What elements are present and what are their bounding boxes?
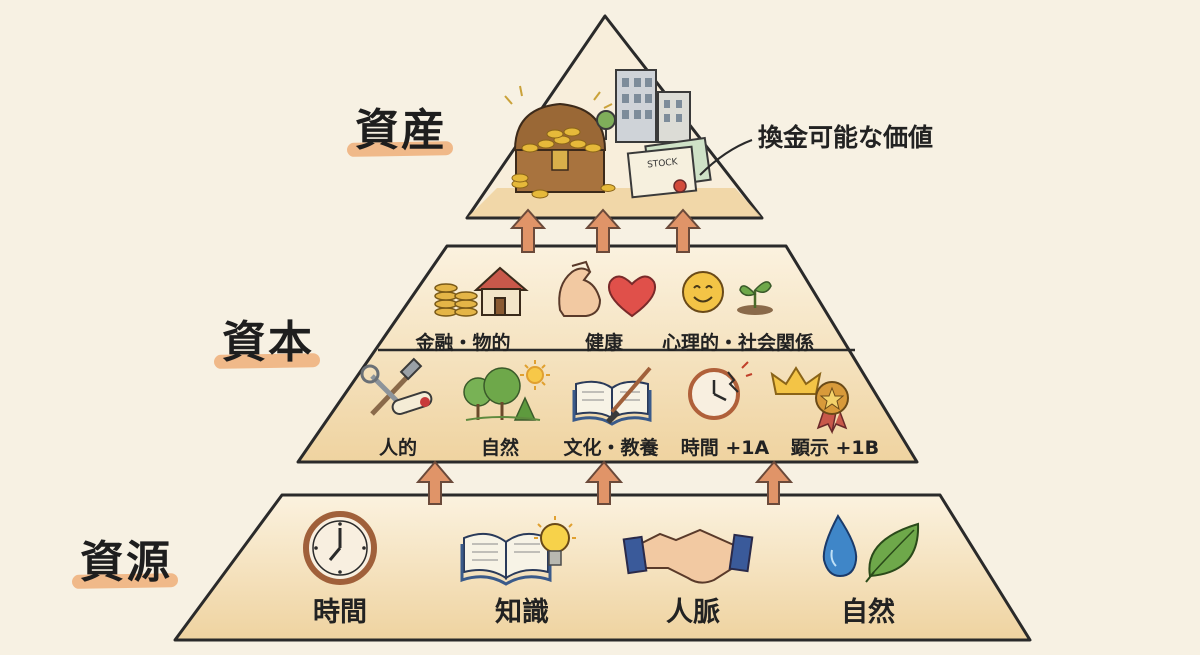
resource-item-knowledge: 知識 xyxy=(495,597,549,628)
open-book-icon xyxy=(572,380,652,426)
capital-item-psych-social: 心理的・社会関係 xyxy=(661,332,815,354)
up-arrow-icon xyxy=(584,208,622,253)
smiley-icon xyxy=(682,271,724,313)
heart-icon xyxy=(608,275,656,318)
handshake-icon xyxy=(622,528,754,584)
arrows-top xyxy=(509,208,702,253)
muscle-arm-icon xyxy=(558,260,602,317)
up-arrow-icon xyxy=(754,460,794,505)
stock-certificate-icon: STOCK xyxy=(626,136,712,199)
up-arrow-icon xyxy=(415,460,455,505)
sprout-icon xyxy=(737,281,773,315)
brush-icon xyxy=(606,366,652,424)
capital-item-health: 健康 xyxy=(584,332,624,354)
medal-icon xyxy=(815,381,849,435)
coins-icon xyxy=(434,283,478,317)
capital-item-financial: 金融・物的 xyxy=(415,332,511,354)
up-arrow-icon xyxy=(664,208,702,253)
water-drop-icon xyxy=(822,514,858,578)
buildings-icon xyxy=(596,69,691,143)
leaf-icon xyxy=(865,522,920,583)
middle-tier xyxy=(296,244,919,464)
resource-item-time: 時間 xyxy=(313,597,367,628)
resource-item-network: 人脈 xyxy=(666,597,720,628)
capital-item-time: 時間 +1A xyxy=(680,437,770,459)
treasure-chest-icon xyxy=(504,85,616,199)
broken-clock-icon xyxy=(688,361,753,420)
diploma-icon xyxy=(391,390,433,416)
capital-item-culture: 文化・教養 xyxy=(563,437,659,459)
sun-icon xyxy=(520,360,550,390)
up-arrow-icon xyxy=(509,208,547,253)
clock-icon xyxy=(303,511,377,585)
resource-item-nature: 自然 xyxy=(841,597,895,628)
house-icon xyxy=(473,266,529,316)
note-pointer xyxy=(699,139,753,176)
tier-name-resources: 資源 xyxy=(71,526,179,590)
tier-name-capital-label: 資本 xyxy=(222,317,314,368)
up-arrow-icon xyxy=(584,460,624,505)
stock-label: STOCK xyxy=(647,157,679,170)
tier-name-assets: 資産 xyxy=(346,94,454,158)
book-icon xyxy=(460,532,552,586)
capital-item-display: 顕示 +1B xyxy=(790,437,880,459)
capital-item-human: 人的 xyxy=(378,437,418,459)
tier-name-capital: 資本 xyxy=(213,306,321,370)
tier-name-resources-label: 資源 xyxy=(80,537,172,588)
lightbulb-icon xyxy=(534,516,576,566)
tier-name-assets-label: 資産 xyxy=(355,105,447,156)
capital-item-nature: 自然 xyxy=(480,437,520,459)
arrows-bottom xyxy=(415,460,794,505)
bottom-tier xyxy=(173,493,1032,642)
trees-icon xyxy=(463,367,541,421)
assets-note: 換金可能な価値 xyxy=(758,123,934,152)
